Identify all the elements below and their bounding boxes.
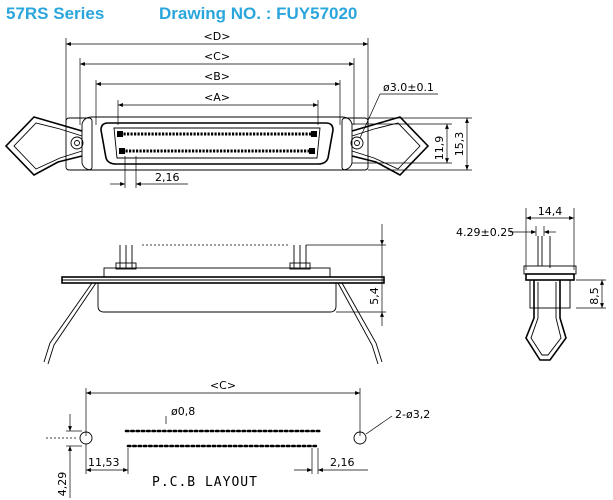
dim-a-label: <A> <box>204 91 230 104</box>
pcb-pin-dia-label: ø0,8 <box>171 405 195 418</box>
title-bar: 57RS Series Drawing NO. : FUY57020 <box>0 0 613 30</box>
pcb-offset-x-label: 11,53 <box>88 456 120 469</box>
front-view: <D> <C> <B> <A> <box>4 30 472 188</box>
pcb-layout-title: P.C.B LAYOUT <box>152 475 258 490</box>
end-height-label: 8,5 <box>588 287 601 305</box>
dim-b-label: <B> <box>204 70 230 83</box>
end-width-label: 14,4 <box>538 205 563 218</box>
pcb-layout: <C> ø0,8 2-ø3,2 11,53 2,16 4,29 P.C.B <box>46 379 430 498</box>
pcb-dim-c-label: <C> <box>210 379 236 392</box>
pcb-pitch-label: 2,16 <box>330 456 355 469</box>
side-view: 5,4 <box>43 224 386 365</box>
height-inner-label: 11,9 <box>433 136 446 161</box>
end-view: 14,4 4.29±0.25 8,5 <box>456 205 606 361</box>
pcb-offset-y-label: 4,29 <box>56 472 69 497</box>
hole-dia-label: ø3.0±0.1 <box>383 81 434 94</box>
standoff-label: 5,4 <box>368 287 381 305</box>
height-outer-label: 15,3 <box>453 132 466 157</box>
pin-offset-label: 4.29±0.25 <box>456 226 514 239</box>
pcb-mount-holes-label: 2-ø3,2 <box>395 408 430 421</box>
dim-d-label: <D> <box>204 30 231 43</box>
drawing-number: Drawing NO. : FUY57020 <box>159 4 358 23</box>
pitch-label-front: 2,16 <box>155 171 180 184</box>
series-title: 57RS Series <box>6 4 105 23</box>
dim-c-label: <C> <box>204 50 230 63</box>
